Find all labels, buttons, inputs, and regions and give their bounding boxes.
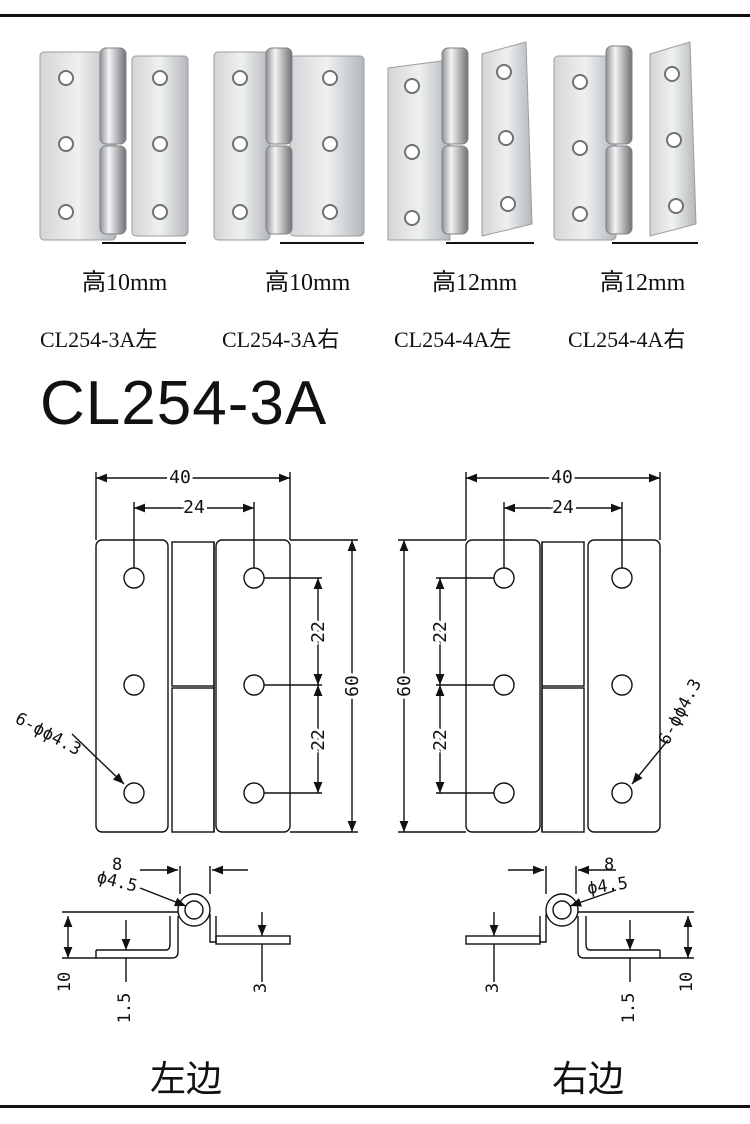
right-section-thickness: 1.5 <box>619 993 639 1024</box>
left-dim-width: 40 <box>169 467 191 488</box>
hinge-photo-3 <box>387 41 534 244</box>
height-label-4: 高12mm <box>600 270 686 296</box>
right-leaf-a <box>465 539 541 833</box>
hinge-photo-4 <box>553 41 698 244</box>
left-leaf-b <box>215 539 291 833</box>
right-dim-hole-span: 24 <box>552 497 574 518</box>
right-hole <box>493 567 515 589</box>
right-dim-height: 60 <box>394 675 415 697</box>
right-section-outer: 8 <box>604 855 614 875</box>
right-dim-width: 40 <box>551 467 573 488</box>
right-hole-callout: 6-ϕϕ4.3 <box>655 676 706 749</box>
left-leaf-a <box>95 539 169 833</box>
left-section-thickness: 1.5 <box>115 993 135 1024</box>
right-section-leaf: 3 <box>483 983 503 993</box>
left-hole <box>243 674 265 696</box>
right-hole <box>493 782 515 804</box>
right-leaf-b <box>587 539 661 833</box>
right-hole <box>611 567 633 589</box>
right-knuckle-lower <box>541 687 585 833</box>
model-label-1: CL254-3A左 <box>40 327 158 352</box>
hinge-photo-2 <box>213 47 365 244</box>
right-knuckle-upper <box>541 541 585 687</box>
left-dim-height: 60 <box>342 675 363 697</box>
hinge-photo-1 <box>39 47 189 244</box>
right-hole <box>611 782 633 804</box>
right-hole <box>611 674 633 696</box>
left-side-caption: 左边 <box>150 1059 223 1099</box>
left-hole <box>243 567 265 589</box>
height-label-2: 高10mm <box>265 270 351 296</box>
left-dim-hole-span: 24 <box>183 497 205 518</box>
left-knuckle-upper <box>171 541 215 687</box>
left-section-pin: ϕ4.5 <box>95 867 140 896</box>
model-label-3: CL254-4A左 <box>394 327 512 352</box>
right-hole <box>493 674 515 696</box>
left-section-height: 10 <box>55 972 75 992</box>
right-side-caption: 右边 <box>552 1059 625 1099</box>
left-section-outer: 8 <box>112 855 122 875</box>
technical-drawing: 40 24 22 22 60 6-ϕϕ4.3 8 ϕ4.5 10 1.5 3 4… <box>12 464 706 1024</box>
left-dim-pitch-1: 22 <box>308 621 329 643</box>
right-section-pin: ϕ4.5 <box>586 873 629 899</box>
drawing-title: CL254-3A <box>40 369 328 438</box>
left-hole <box>123 567 145 589</box>
right-section-height: 10 <box>677 972 697 992</box>
right-dim-pitch-1: 22 <box>430 621 451 643</box>
top-rule <box>0 14 750 17</box>
model-label-4: CL254-4A右 <box>568 327 686 352</box>
height-label-3: 高12mm <box>432 270 518 296</box>
left-hole <box>243 782 265 804</box>
right-dim-pitch-2: 22 <box>430 729 451 751</box>
left-knuckle-lower <box>171 687 215 833</box>
left-hole <box>123 782 145 804</box>
height-label-1: 高10mm <box>82 270 168 296</box>
left-hole <box>123 674 145 696</box>
left-dim-pitch-2: 22 <box>308 729 329 751</box>
model-label-2: CL254-3A右 <box>222 327 340 352</box>
left-section-leaf: 3 <box>251 983 271 993</box>
bottom-rule <box>0 1105 750 1108</box>
